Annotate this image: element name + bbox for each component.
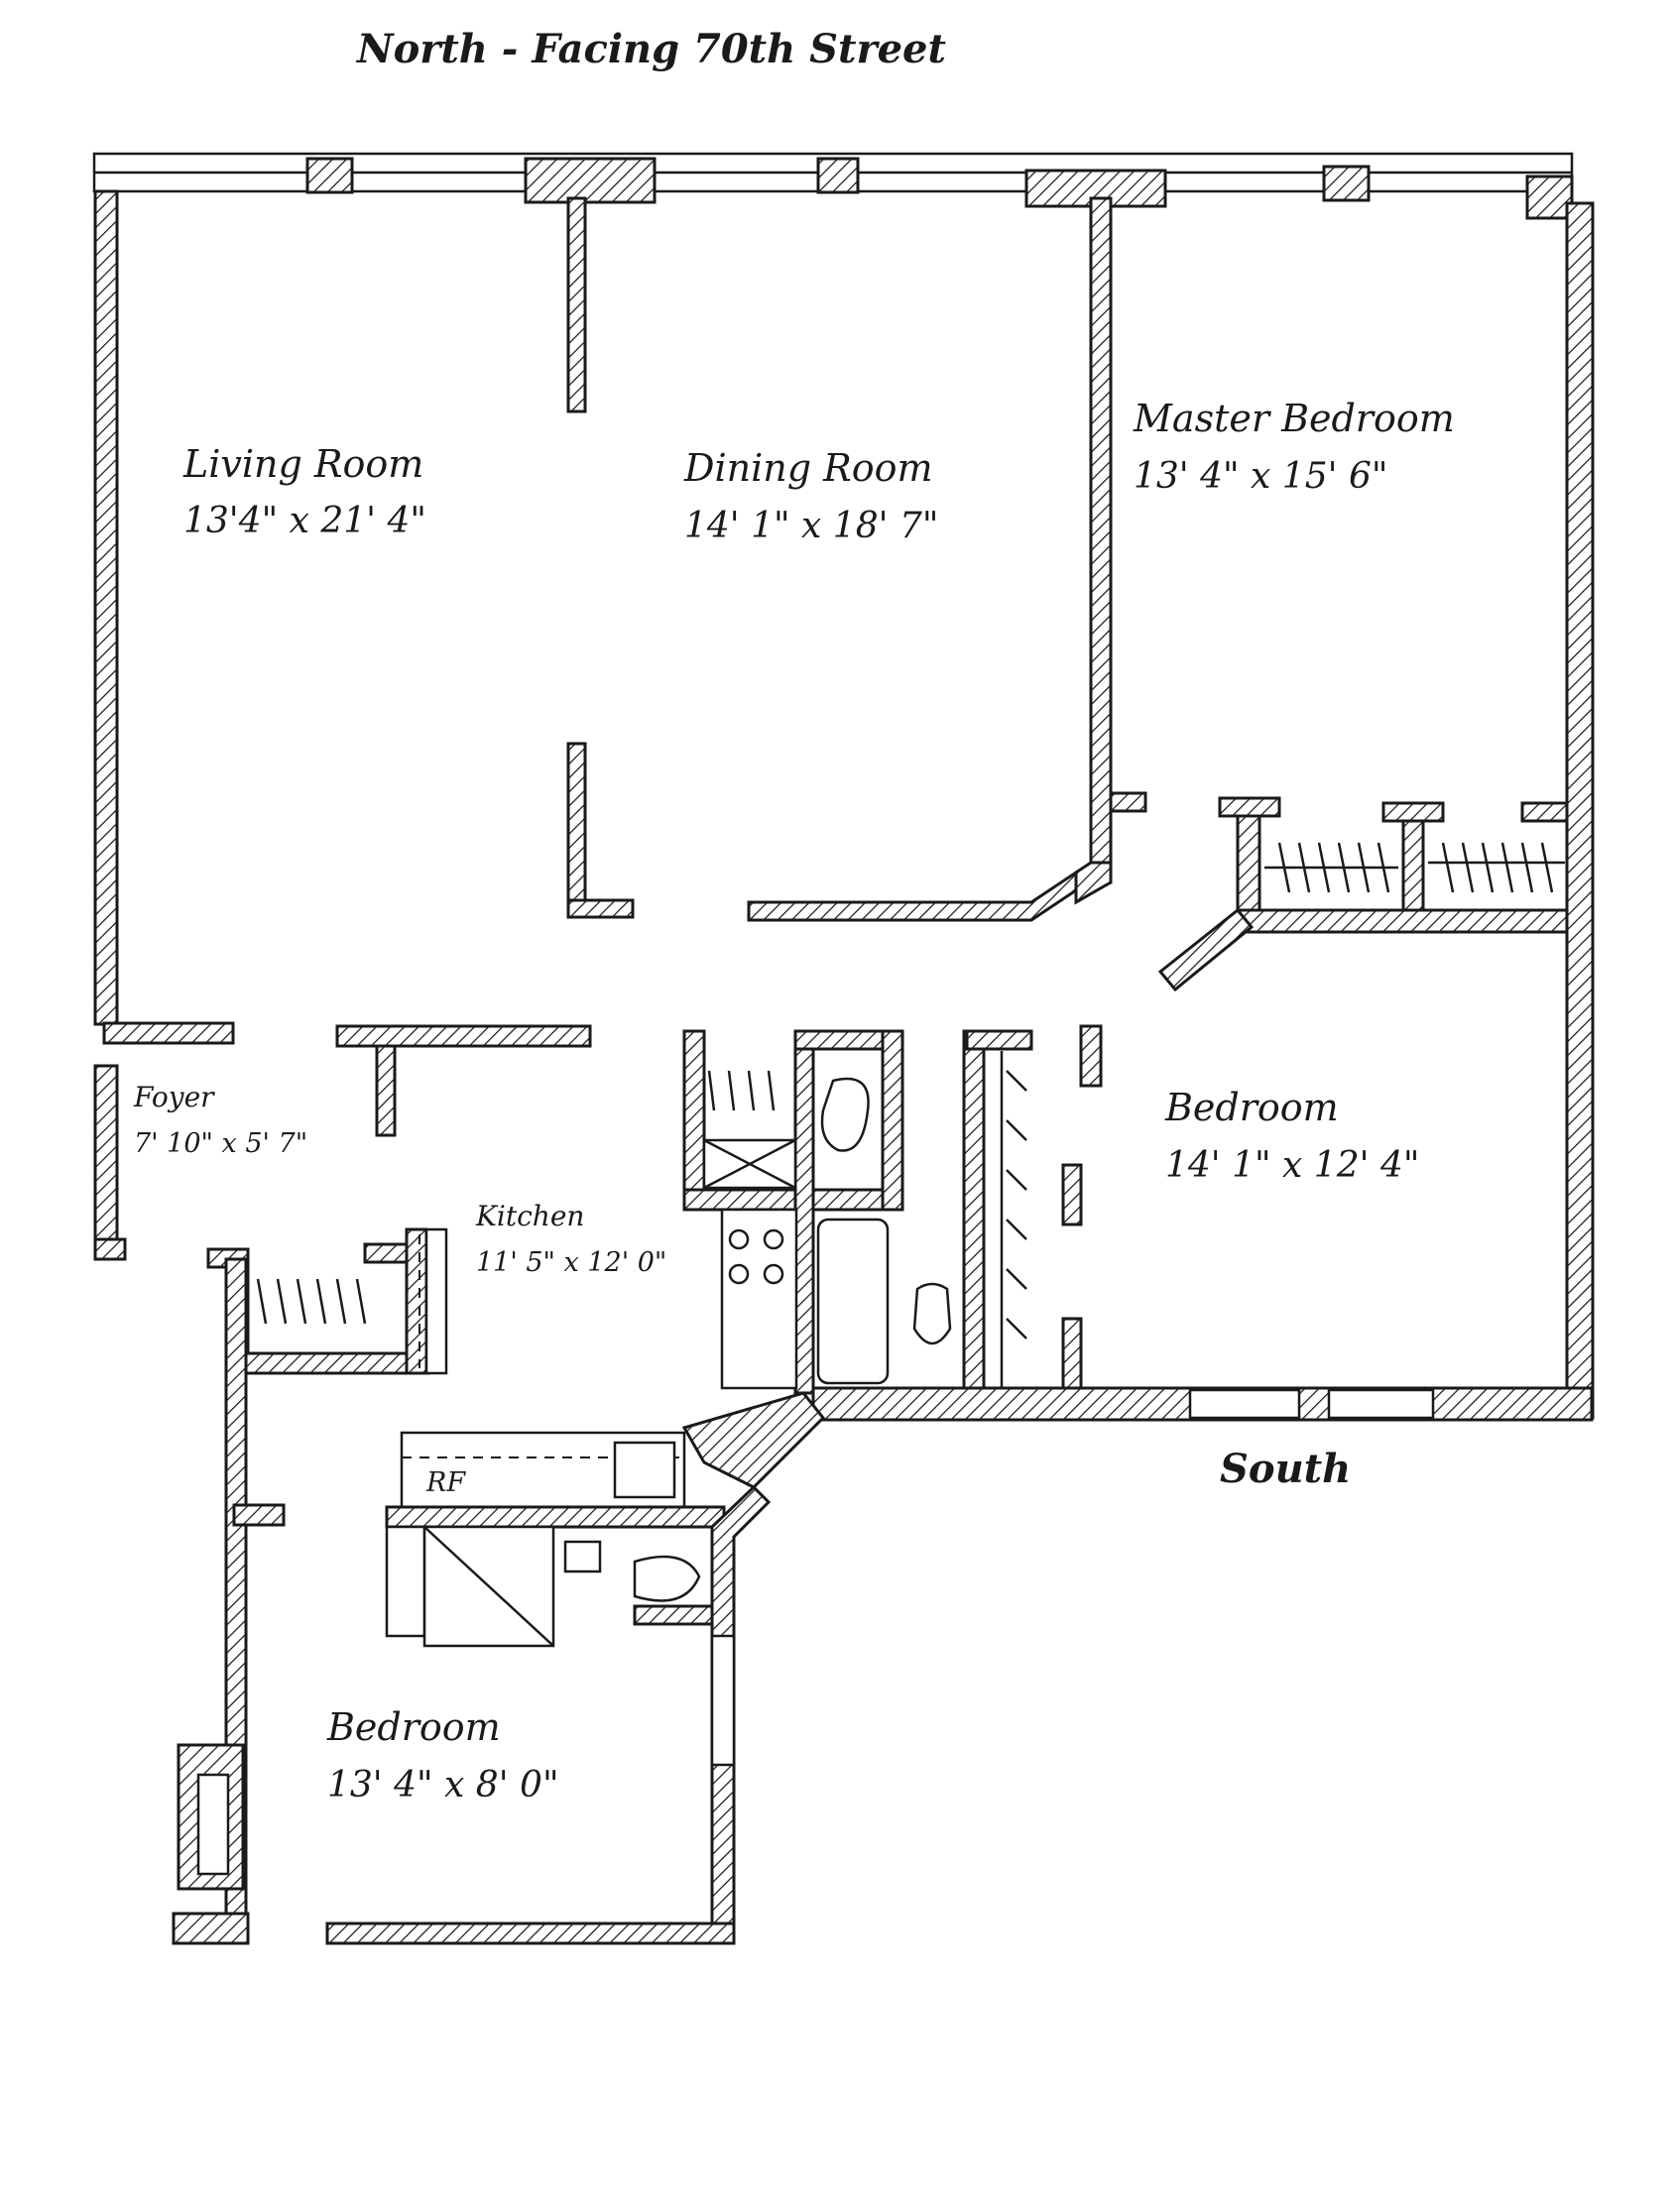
- bedroom-size: 14' 1" x 12' 4": [1165, 1145, 1420, 1186]
- master-bedroom-west-wall: [1074, 196, 1147, 905]
- east-exterior-wall: [1565, 201, 1595, 1420]
- rear-bedroom-walls: [172, 1743, 736, 1945]
- kitchen-walls: [206, 1208, 826, 1489]
- south-label: South: [1220, 1446, 1352, 1492]
- foyer-walls: [93, 1021, 592, 1261]
- living-room-label: Living Room: [183, 442, 424, 486]
- bedroom-label: Bedroom: [1165, 1086, 1339, 1129]
- central-bathroom: [682, 1029, 986, 1395]
- rear-bedroom-size: 13' 4" x 8' 0": [327, 1765, 559, 1805]
- living-room-size: 13'4" x 21' 4": [183, 501, 426, 541]
- master-bedroom-size: 13' 4" x 15' 6": [1134, 456, 1388, 497]
- foyer-label: Foyer: [134, 1081, 214, 1113]
- west-exterior-wall: [93, 189, 119, 1256]
- dining-partition: [566, 742, 1078, 922]
- master-bedroom-closets: [1157, 796, 1569, 992]
- dining-room-label: Dining Room: [684, 446, 933, 490]
- bedroom-closets: [965, 1024, 1103, 1395]
- refrigerator-label: RF: [426, 1467, 466, 1498]
- dining-room-size: 14' 1" x 18' 7": [684, 506, 939, 546]
- foyer-size: 7' 10" x 5' 7": [134, 1128, 308, 1159]
- north-exterior-wall: [92, 152, 1574, 220]
- master-bedroom-label: Master Bedroom: [1134, 397, 1455, 440]
- kitchen-size: 11' 5" x 12' 0": [476, 1247, 667, 1278]
- living-dining-pier: [566, 196, 587, 413]
- north-street-heading: North - Facing 70th Street: [357, 26, 946, 72]
- rear-bedroom-label: Bedroom: [327, 1705, 501, 1749]
- south-exterior-wall: [811, 1386, 1594, 1422]
- kitchen-label: Kitchen: [476, 1200, 585, 1232]
- closet-hanger-marks: [256, 842, 1554, 1339]
